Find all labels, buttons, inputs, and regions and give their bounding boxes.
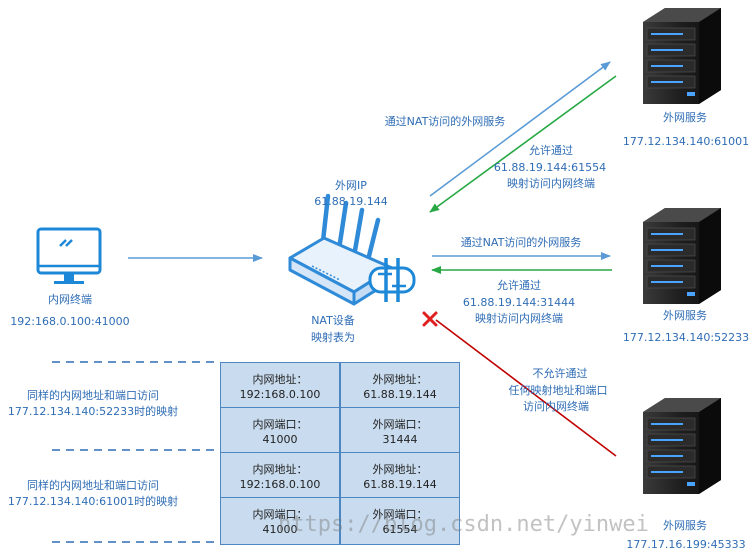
nat-ip: 61.88.19.144: [314, 195, 388, 208]
server-address-top: 177.12.134.140:61001: [622, 135, 750, 148]
arrow-label-bottom-2: 任何映射地址和端口: [508, 384, 608, 397]
nat-caption-1: NAT设备: [311, 314, 355, 327]
arrow-nat-to-server-top: [429, 61, 611, 197]
arrow-label-mid-in-3: 映射访问内网终端: [475, 312, 563, 325]
arrow-label-bottom-3: 访问内网终端: [523, 400, 589, 413]
arrow-label-mid-out: 通过NAT访问的外网服务: [460, 236, 582, 249]
arrow-label-top-in-3: 映射访问内网终端: [507, 177, 595, 190]
arrow-server-top-to-nat: [429, 75, 617, 213]
arrow-label-top-out: 通过NAT访问的外网服务: [384, 115, 506, 128]
arrow-label-top-in-2: 61.88.19.144:61554: [493, 161, 607, 174]
server-label-top: 外网服务: [663, 111, 707, 124]
server-icon-middle: [642, 207, 722, 305]
mapping-desc-1-line-1: 同样的内网地址和端口访问: [27, 389, 159, 402]
watermark: https://blog.csdn.net/yinwei: [278, 512, 649, 537]
server-label-bottom: 外网服务: [663, 519, 707, 532]
firewall-icon: [368, 258, 416, 302]
blocked-x-icon: [422, 311, 438, 327]
nat-ip-title: 外网IP: [335, 179, 367, 192]
table-cell: 外网端口： 61554: [340, 497, 460, 545]
table-cell: 内网端口： 41000: [220, 407, 340, 455]
terminal-label: 内网终端: [48, 293, 92, 306]
server-icon-top: [642, 7, 722, 105]
mapping-desc-2-line-1: 同样的内网地址和端口访问: [27, 479, 159, 492]
server-address-middle: 177.12.134.140:52233: [622, 331, 750, 344]
mapping-desc-1-line-2: 177.12.134.140:52233时的映射: [7, 405, 179, 418]
arrow-label-top-in-1: 允许通过: [529, 144, 573, 157]
table-cell: 内网地址： 192:168.0.100: [220, 362, 340, 410]
arrow-server-bottom-blocked: [435, 319, 617, 457]
arrow-label-mid-in-2: 61.88.19.144:31444: [462, 296, 576, 309]
table-cell: 外网端口： 31444: [340, 407, 460, 455]
router-icon: [288, 193, 394, 306]
table-cell: 内网端口： 41000: [220, 497, 340, 545]
server-icon-bottom: [642, 397, 722, 495]
monitor-icon: [36, 227, 102, 284]
arrow-label-bottom-1: 不允许通过: [532, 367, 588, 380]
table-cell: 外网地址： 61.88.19.144: [340, 362, 460, 410]
mapping-desc-2-line-2: 177.12.134.140:61001时的映射: [7, 495, 179, 508]
nat-caption-2: 映射表为: [311, 331, 355, 344]
server-address-bottom: 177.17.16.199:45333: [626, 538, 746, 551]
terminal-address: 192:168.0.100:41000: [10, 315, 130, 328]
server-label-middle: 外网服务: [663, 309, 707, 322]
table-cell: 外网地址： 61.88.19.144: [340, 452, 460, 500]
arrow-label-mid-in-1: 允许通过: [497, 279, 541, 292]
table-cell: 内网地址： 192:168.0.100: [220, 452, 340, 500]
